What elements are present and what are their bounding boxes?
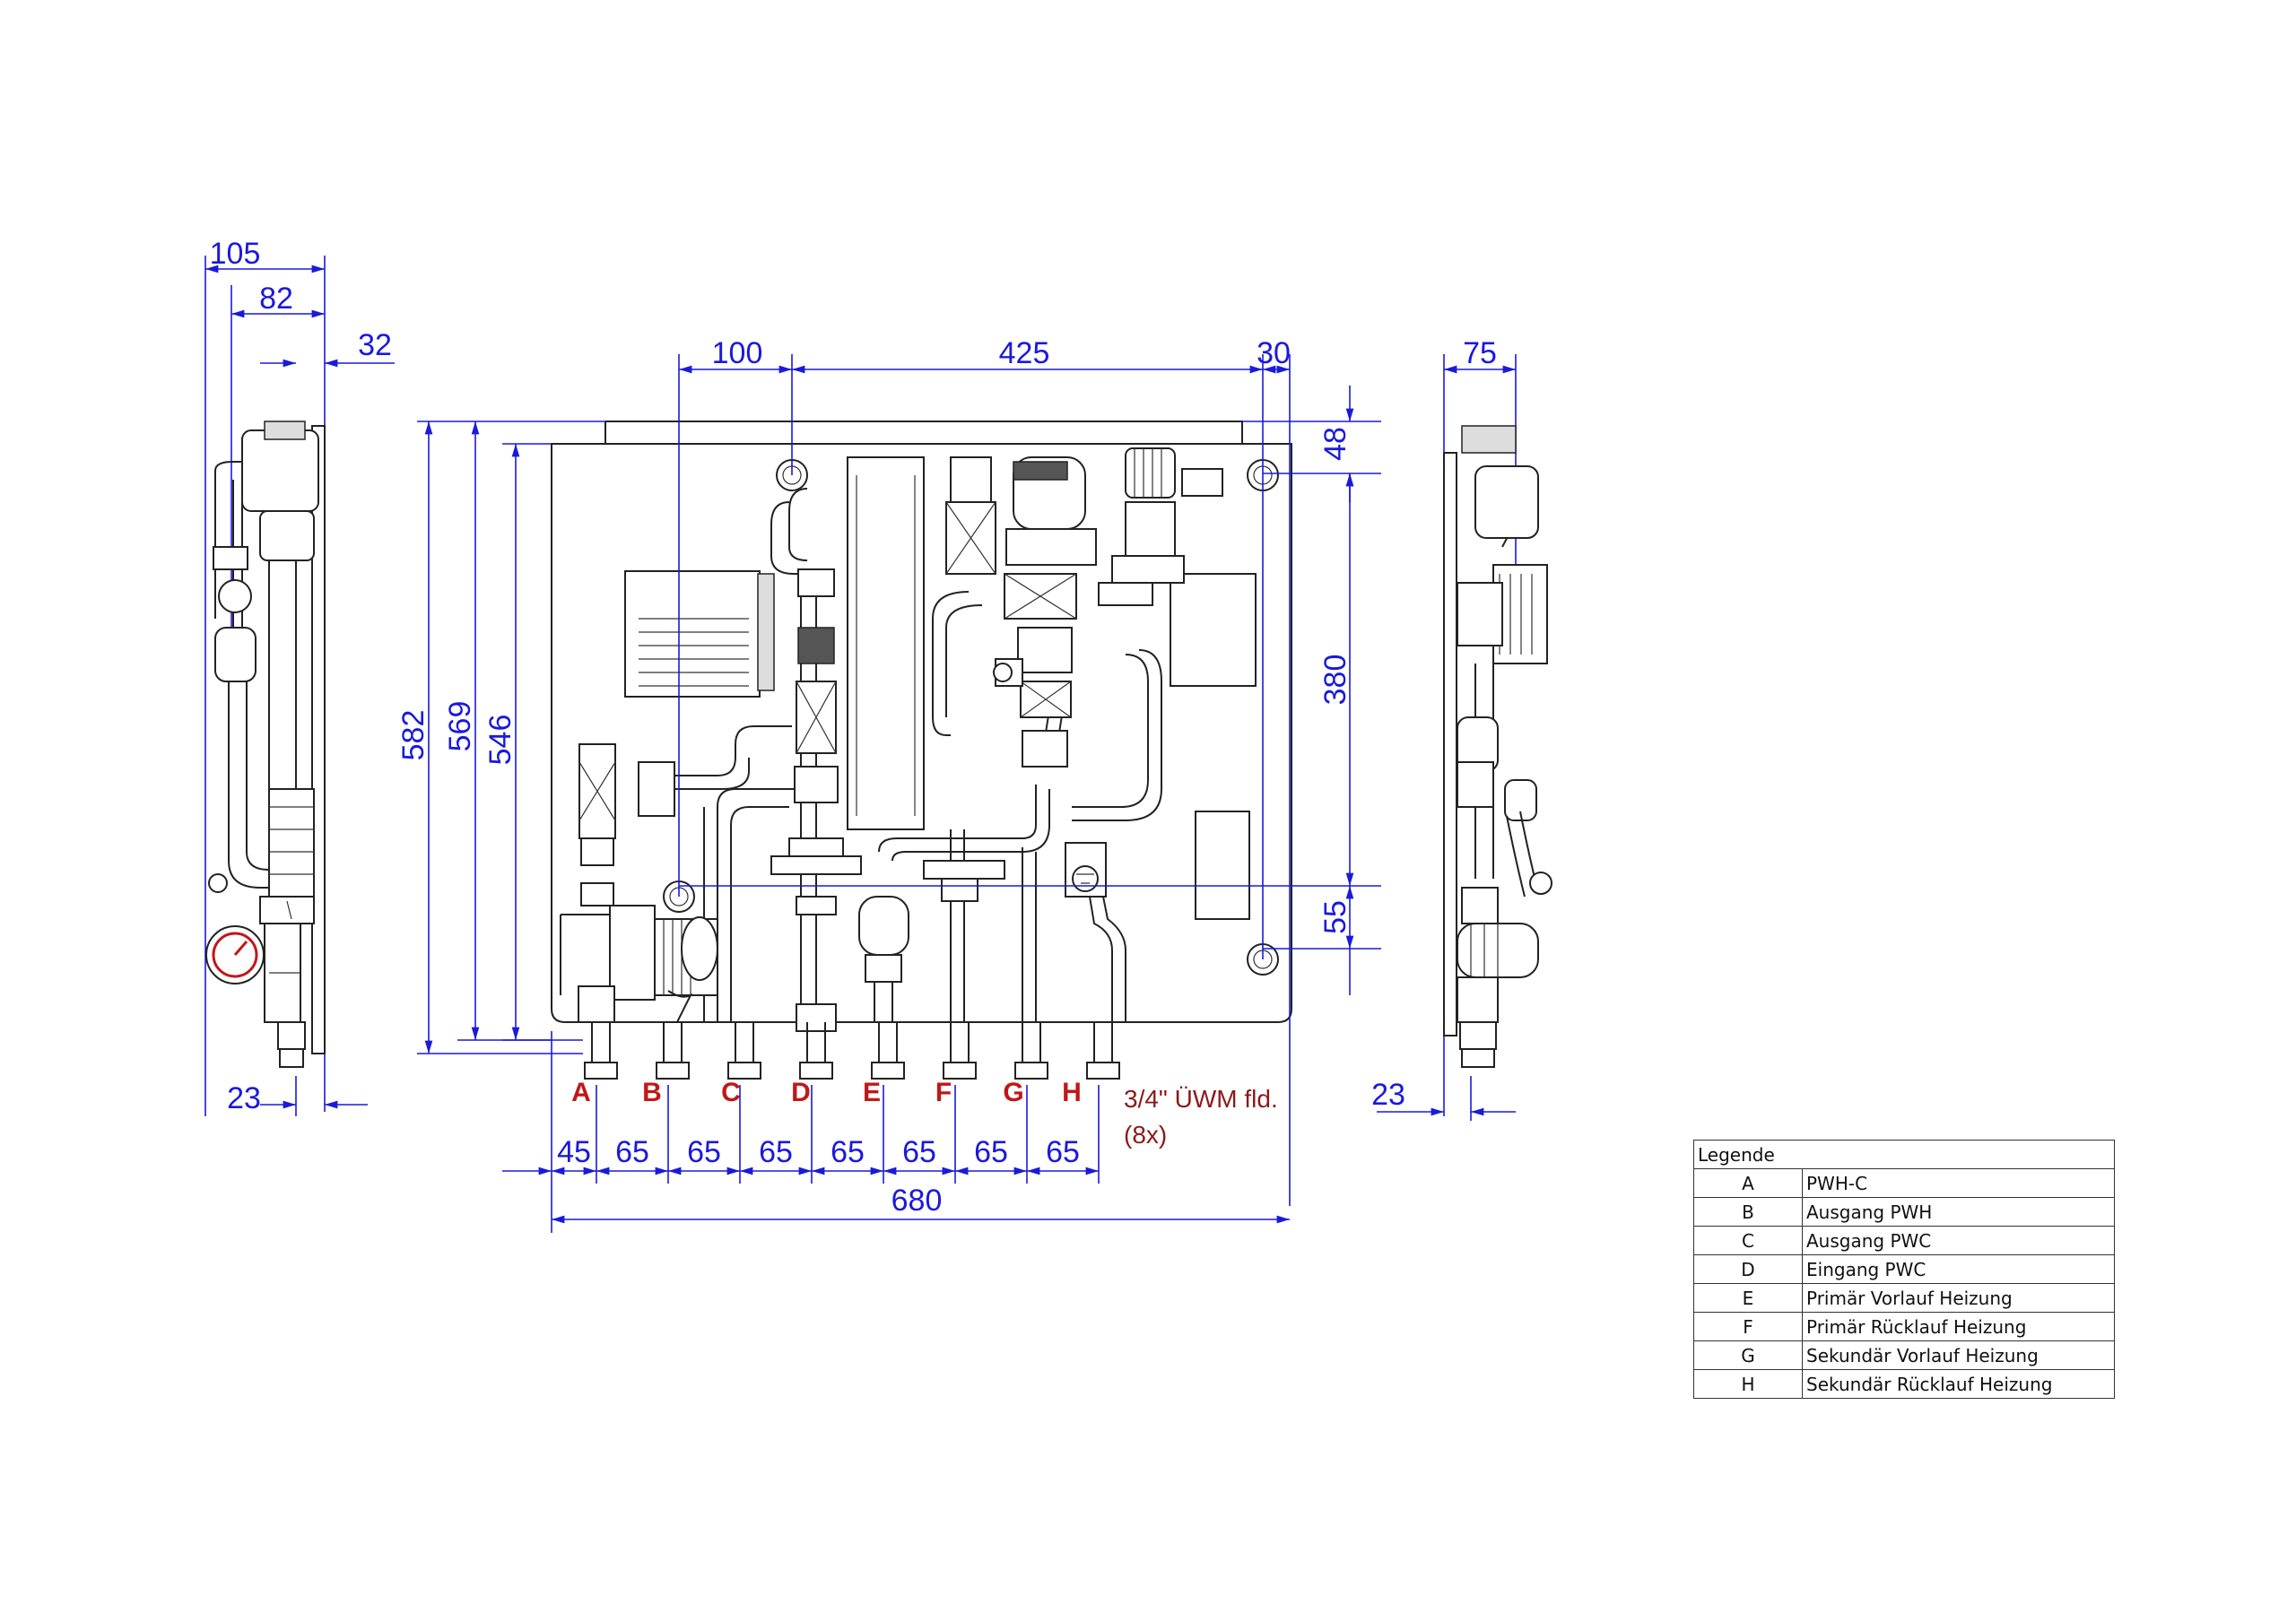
dim-bottom-3: 65 bbox=[759, 1135, 793, 1169]
connection-nuts bbox=[584, 1022, 1120, 1080]
legend-key: F bbox=[1693, 1312, 1803, 1341]
legend-key: G bbox=[1693, 1340, 1803, 1370]
dim-front-top-1: 100 bbox=[712, 336, 763, 370]
dim-front-left-2: 569 bbox=[443, 701, 477, 752]
connection-labels: A B C D E F G H bbox=[571, 1078, 1082, 1107]
dim-bottom-0: 45 bbox=[557, 1135, 591, 1169]
dim-front-left-3: 546 bbox=[483, 715, 517, 766]
legend-key: B bbox=[1693, 1197, 1803, 1227]
dim-front-right-3: 55 bbox=[1318, 900, 1352, 934]
dim-front-top-2: 425 bbox=[999, 336, 1050, 370]
dim-side-bottom: 23 bbox=[227, 1081, 261, 1115]
legend-key: A bbox=[1693, 1168, 1803, 1198]
legend-text: Sekundär Rücklauf Heizung bbox=[1802, 1369, 2115, 1399]
legend-text: Eingang PWC bbox=[1802, 1254, 2115, 1284]
legend-text: PWH-C bbox=[1802, 1168, 2115, 1198]
legend-text: Primär Rücklauf Heizung bbox=[1802, 1312, 2115, 1341]
legend-text: Ausgang PWC bbox=[1802, 1226, 2115, 1255]
dim-bottom-2: 65 bbox=[687, 1135, 721, 1169]
connection-label-b: B bbox=[642, 1078, 662, 1107]
side-view-right: 75 23 bbox=[1371, 336, 1552, 1121]
legend-text: Primär Vorlauf Heizung bbox=[1802, 1283, 2115, 1313]
connection-label-e: E bbox=[863, 1078, 881, 1107]
legend-key: C bbox=[1693, 1226, 1803, 1255]
connection-label-f: F bbox=[935, 1078, 952, 1107]
dim-bottom-6: 65 bbox=[974, 1135, 1008, 1169]
front-view: 100 425 30 582 569 546 48 380 55 A B bbox=[396, 336, 1381, 1233]
connection-note-line1: 3/4" ÜWM fld. bbox=[1124, 1085, 1278, 1113]
dim-front-top-3: 30 bbox=[1257, 336, 1291, 370]
dim-bottom-4: 65 bbox=[831, 1135, 865, 1169]
dim-front-right-2: 380 bbox=[1318, 655, 1352, 706]
connection-label-c: C bbox=[721, 1078, 741, 1107]
dim-bottom-total: 680 bbox=[891, 1184, 943, 1218]
connection-label-g: G bbox=[1003, 1078, 1023, 1107]
connection-label-d: D bbox=[791, 1078, 811, 1107]
connection-note-line2: (8x) bbox=[1124, 1121, 1167, 1149]
legend-key: D bbox=[1693, 1254, 1803, 1284]
connection-label-h: H bbox=[1062, 1078, 1082, 1107]
dim-side-inner-width: 82 bbox=[259, 282, 293, 316]
dim-bottom-7: 65 bbox=[1046, 1135, 1080, 1169]
dim-side-width: 105 bbox=[210, 237, 261, 271]
legend-text: Ausgang PWH bbox=[1802, 1197, 2115, 1227]
legend-text: Sekundär Vorlauf Heizung bbox=[1802, 1340, 2115, 1370]
dim-front-right-1: 48 bbox=[1318, 427, 1352, 461]
dim-bottom-1: 65 bbox=[615, 1135, 649, 1169]
dim-front-left-1: 582 bbox=[396, 710, 430, 761]
legend-title: Legende bbox=[1693, 1140, 2115, 1169]
connection-label-a: A bbox=[571, 1078, 591, 1107]
side-view-left: 105 82 32 23 bbox=[204, 237, 395, 1116]
legend-key: H bbox=[1693, 1369, 1803, 1399]
dim-right-side-width: 75 bbox=[1463, 336, 1497, 370]
dim-bottom-5: 65 bbox=[902, 1135, 936, 1169]
dim-right-side-bottom: 23 bbox=[1371, 1078, 1405, 1112]
bottom-spacing-dims: 45 65 65 65 65 65 65 65 bbox=[557, 1135, 1080, 1169]
legend-key: E bbox=[1693, 1283, 1803, 1313]
dim-side-offset: 32 bbox=[358, 328, 392, 362]
